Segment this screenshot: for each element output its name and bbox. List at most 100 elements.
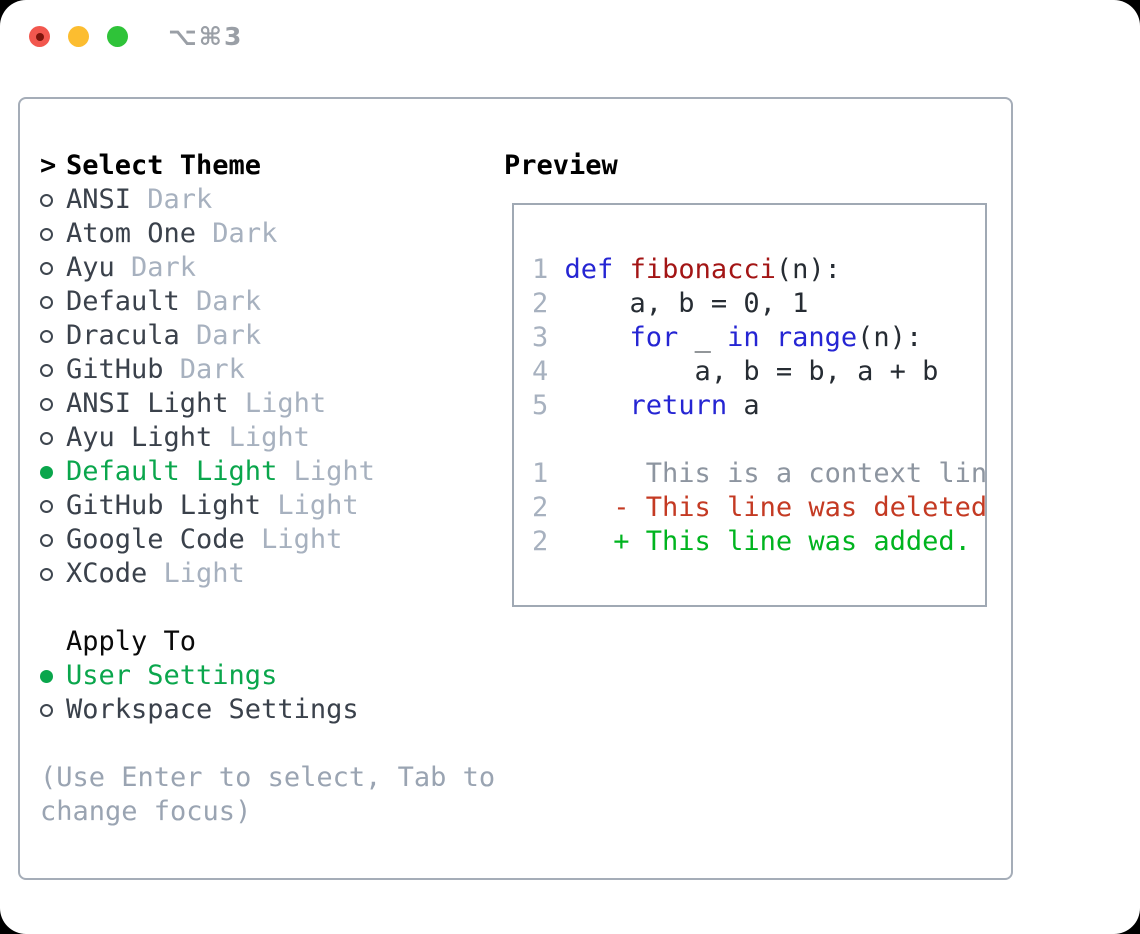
line-number: 2 <box>532 288 565 319</box>
theme-option-dracula[interactable]: Dracula Dark <box>40 319 495 353</box>
radio-icon <box>40 567 53 581</box>
option-variant-label: Dark <box>179 320 262 351</box>
hint-line: change focus) <box>40 796 252 827</box>
line-content: This is a context line. <box>564 458 987 489</box>
radio-column <box>40 329 66 343</box>
line-content: + This line was added. <box>564 526 971 557</box>
option-label: Atom One <box>66 218 197 249</box>
preview-code-line: 4 a, b = b, a + b <box>532 355 985 389</box>
preview-code-line <box>532 423 985 457</box>
preview-code-line: 2 - This line was deleted. <box>532 491 985 525</box>
radio-icon <box>40 363 53 377</box>
option-variant-label: Light <box>261 490 359 521</box>
line-content: for _ in range(n): <box>629 322 923 353</box>
radio-icon <box>40 227 53 241</box>
option-label: User Settings <box>66 660 278 691</box>
theme-option-default-light[interactable]: Default Light Light <box>40 455 495 489</box>
preview-code-line: 2 + This line was added. <box>532 525 985 559</box>
line-content: def fibonacci(n): <box>564 254 841 285</box>
line-content: return a <box>629 390 760 421</box>
option-variant-label: Light <box>277 456 375 487</box>
theme-list: ANSI Dark Atom One Dark Ayu Dark Default… <box>40 183 495 591</box>
theme-option-github[interactable]: GitHub Dark <box>40 353 495 387</box>
radio-icon <box>40 431 53 445</box>
unsaved-changes-dot <box>35 32 44 41</box>
theme-option-ayu[interactable]: Ayu Dark <box>40 251 495 285</box>
theme-option-default[interactable]: Default Dark <box>40 285 495 319</box>
theme-option-google-code[interactable]: Google Code Light <box>40 523 495 557</box>
radio-column <box>40 703 66 717</box>
prompt-caret-icon: > <box>40 150 57 181</box>
line-number: 2 <box>532 526 565 557</box>
window-title: ⌥⌘3 <box>168 22 244 51</box>
line-number: 1 <box>532 458 565 489</box>
option-variant-label: Light <box>147 558 245 589</box>
radio-column <box>40 533 66 547</box>
radio-icon <box>40 397 53 411</box>
option-label: Ayu <box>66 252 115 283</box>
radio-column <box>40 669 66 683</box>
option-label: ANSI <box>66 184 132 215</box>
radio-column <box>40 227 66 241</box>
close-button[interactable] <box>29 26 50 47</box>
traffic-lights <box>29 26 128 47</box>
option-label: Ayu Light <box>66 422 213 453</box>
apply-option-workspace-settings[interactable]: Workspace Settings <box>40 693 495 727</box>
option-label: Google Code <box>66 524 245 555</box>
option-variant-label: Dark <box>114 252 197 283</box>
spacer <box>40 591 495 625</box>
line-number: 1 <box>532 254 565 285</box>
select-theme-title: Select Theme <box>66 150 262 181</box>
option-variant-label: Light <box>228 388 327 419</box>
apply-to-header: Apply To <box>40 625 495 659</box>
preview-section: Preview 1 def fibonacci(n): 2 a, b = 0, … <box>504 149 987 607</box>
line-number: 3 <box>532 322 565 353</box>
line-number: 4 <box>532 356 565 387</box>
apply-option-user-settings[interactable]: User Settings <box>40 659 495 693</box>
preview-code-line: 1 This is a context line. <box>532 457 985 491</box>
preview-code-line: 2 a, b = 0, 1 <box>532 287 985 321</box>
option-label: ANSI Light <box>66 388 229 419</box>
option-variant-label: Light <box>212 422 310 453</box>
preview-code: 1 def fibonacci(n): 2 a, b = 0, 1 3 for … <box>532 253 985 559</box>
line-number: 2 <box>532 492 565 523</box>
radio-icon <box>40 703 53 717</box>
preview-box: 1 def fibonacci(n): 2 a, b = 0, 1 3 for … <box>512 203 987 607</box>
radio-column <box>40 193 66 207</box>
radio-icon <box>40 193 53 207</box>
option-label: XCode <box>66 558 148 589</box>
radio-icon <box>40 499 53 513</box>
radio-column <box>40 295 66 309</box>
preview-code-line: 5 return a <box>532 389 985 423</box>
apply-to-title: Apply To <box>66 626 197 657</box>
option-label: GitHub <box>66 354 164 385</box>
radio-icon <box>40 533 53 547</box>
option-variant-label: Dark <box>179 286 262 317</box>
option-variant-label: Dark <box>131 184 213 215</box>
theme-option-atom-one[interactable]: Atom One Dark <box>40 217 495 251</box>
option-variant-label: Dark <box>196 218 278 249</box>
radio-column <box>40 431 66 445</box>
radio-icon <box>40 295 53 309</box>
spacer <box>40 727 495 761</box>
zoom-button[interactable] <box>107 26 128 47</box>
theme-option-ansi-light[interactable]: ANSI Light Light <box>40 387 495 421</box>
radio-icon <box>40 465 53 479</box>
theme-option-github-light[interactable]: GitHub Light Light <box>40 489 495 523</box>
radio-column <box>40 567 66 581</box>
preview-code-line: 1 def fibonacci(n): <box>532 253 985 287</box>
theme-option-ansi[interactable]: ANSI Dark <box>40 183 495 217</box>
line-number: 5 <box>532 390 565 421</box>
option-label: Default <box>66 286 180 317</box>
option-label: Dracula <box>66 320 180 351</box>
radio-icon <box>40 261 53 275</box>
option-label: GitHub Light <box>66 490 262 521</box>
radio-column <box>40 397 66 411</box>
line-content: - This line was deleted. <box>564 492 987 523</box>
minimize-button[interactable] <box>68 26 89 47</box>
theme-option-ayu-light[interactable]: Ayu Light Light <box>40 421 495 455</box>
hint-line: (Use Enter to select, Tab to <box>40 762 496 793</box>
theme-option-xcode[interactable]: XCode Light <box>40 557 495 591</box>
